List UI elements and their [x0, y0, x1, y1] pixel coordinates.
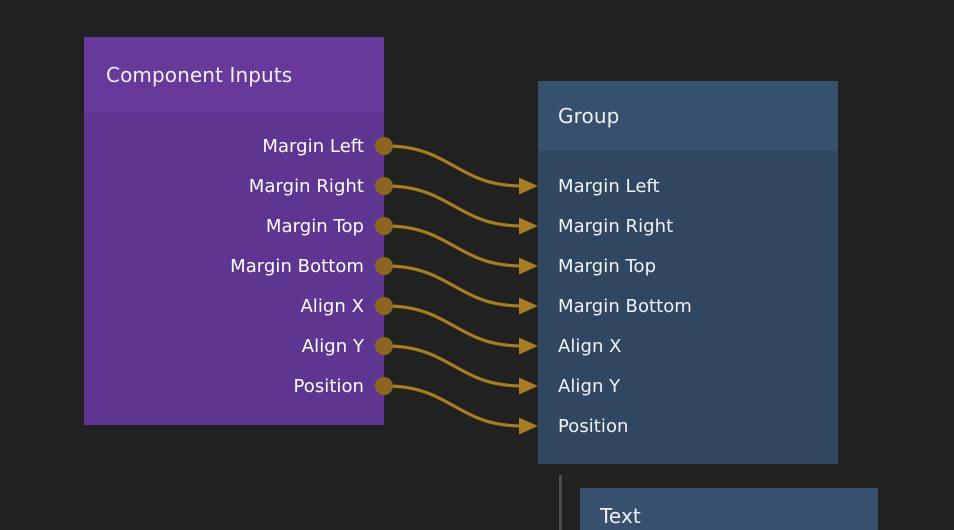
- input-label: Align X: [558, 335, 622, 357]
- output-row[interactable]: Margin Top: [265, 215, 364, 237]
- output-label: Margin Right: [248, 175, 364, 197]
- node-component-inputs-header[interactable]: Component Inputs: [84, 37, 384, 113]
- node-text-header[interactable]: Text: [580, 488, 878, 530]
- connection-wire[interactable]: [385, 264, 523, 308]
- input-row[interactable]: Margin Top: [558, 255, 657, 277]
- input-row[interactable]: Margin Right: [558, 215, 674, 237]
- node-component-inputs-title: Component Inputs: [106, 63, 293, 87]
- connection-arrowhead: [519, 417, 538, 435]
- input-row[interactable]: Margin Bottom: [558, 295, 692, 317]
- node-text[interactable]: Text: [580, 488, 878, 530]
- output-port-dot[interactable]: [375, 137, 393, 155]
- input-label: Margin Bottom: [558, 295, 692, 317]
- connection-wire[interactable]: [385, 384, 523, 428]
- connection-arrowhead: [519, 257, 538, 275]
- connection-wire[interactable]: [385, 304, 523, 348]
- input-row[interactable]: Margin Left: [558, 175, 660, 197]
- output-port-dot[interactable]: [375, 217, 393, 235]
- node-group-header[interactable]: Group: [538, 81, 838, 151]
- connection-arrowhead: [519, 377, 538, 395]
- output-label: Margin Left: [262, 135, 364, 157]
- input-row[interactable]: Position: [558, 415, 629, 437]
- output-row[interactable]: Align Y: [301, 335, 364, 357]
- input-label: Position: [558, 415, 629, 437]
- connection-arrowhead: [519, 297, 538, 315]
- connection-wire[interactable]: [385, 344, 523, 388]
- connection-arrowhead: [519, 217, 538, 235]
- output-row[interactable]: Margin Bottom: [230, 255, 364, 277]
- output-label: Position: [293, 375, 364, 397]
- node-text-title: Text: [600, 504, 641, 528]
- input-label: Align Y: [558, 375, 621, 397]
- connection-wire[interactable]: [385, 184, 523, 228]
- output-row[interactable]: Margin Left: [262, 135, 364, 157]
- node-group-title: Group: [558, 104, 620, 128]
- output-row[interactable]: Margin Right: [248, 175, 364, 197]
- output-port-dot[interactable]: [375, 177, 393, 195]
- output-row[interactable]: Position: [293, 375, 364, 397]
- output-label: Margin Bottom: [230, 255, 364, 277]
- output-port-dot[interactable]: [375, 257, 393, 275]
- output-port-dot[interactable]: [375, 297, 393, 315]
- input-label: Margin Right: [558, 215, 674, 237]
- input-label: Margin Left: [558, 175, 660, 197]
- group-to-text-stem: [559, 475, 562, 530]
- input-row[interactable]: Align Y: [558, 375, 621, 397]
- output-label: Align X: [300, 295, 364, 317]
- output-port-dot[interactable]: [375, 377, 393, 395]
- output-port-dot[interactable]: [375, 337, 393, 355]
- output-label: Align Y: [301, 335, 364, 357]
- connection-arrowhead: [519, 177, 538, 195]
- connection-wire[interactable]: [385, 144, 523, 188]
- output-label: Margin Top: [265, 215, 364, 237]
- connection-arrowhead: [519, 337, 538, 355]
- connection-wire[interactable]: [385, 224, 523, 268]
- input-label: Margin Top: [558, 255, 657, 277]
- output-row[interactable]: Align X: [300, 295, 364, 317]
- input-row[interactable]: Align X: [558, 335, 622, 357]
